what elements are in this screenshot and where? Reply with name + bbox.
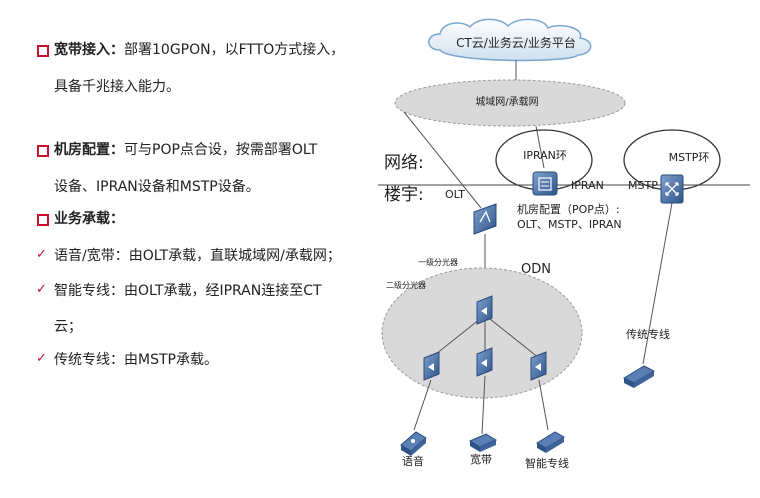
mstp-legacy-link [642, 202, 673, 365]
splitter2-left-icon [423, 351, 440, 381]
broadband-label: 宽带 [470, 452, 492, 466]
splitter1-label: 一级分光器 [418, 257, 458, 267]
check-item-voice: 语音/宽带：由OLT承载，直联城域网/承载网； [54, 248, 341, 264]
check-icon: ✓ [36, 351, 47, 366]
phone-icon [400, 431, 427, 456]
check-item-legacy: 传统专线：由MSTP承载。 [54, 352, 218, 368]
check-icon: ✓ [36, 282, 47, 297]
legacy-line-label: 传统专线 [626, 327, 670, 341]
room-title: 机房配置： [54, 142, 124, 158]
service-title: 业务承载： [54, 211, 124, 227]
mstp-label: MSTP [628, 179, 658, 192]
smart-line-terminal-icon [536, 431, 565, 453]
legacy-terminal-icon [622, 365, 656, 388]
voice-label: 语音 [402, 454, 424, 468]
smart-line-label: 智能专线 [525, 456, 569, 470]
check-icon: ✓ [36, 247, 47, 262]
metro-label: 城域网/承载网 [475, 95, 538, 108]
splitter-link-left [430, 314, 486, 359]
check-item-smart-2: 云； [54, 319, 82, 335]
square-bullet-icon [37, 214, 49, 226]
olt-label: OLT [445, 188, 465, 201]
room-text-2: 设备、IPRAN设备和MSTP设备。 [54, 179, 260, 195]
broadband-modem-icon [468, 433, 498, 452]
ipran-device-icon [532, 171, 558, 196]
room-label-2: OLT、MSTP、IPRAN [517, 218, 622, 231]
metro-ipran-link [535, 125, 545, 169]
access-text-1: 部署10GPON，以FTTO方式接入， [124, 42, 345, 58]
splitter2-right-icon [530, 351, 547, 381]
network-label: 网络: [384, 153, 424, 173]
ipran-label: IPRAN [571, 179, 604, 192]
splitter-link-right [484, 314, 540, 359]
building-label: 楼宇: [384, 185, 424, 205]
access-line-1: 宽带接入：部署10GPON，以FTTO方式接入， [54, 41, 344, 59]
voice-link [413, 379, 432, 431]
odn-label: ODN [521, 262, 551, 277]
splitter1-icon [476, 295, 493, 325]
text-panel: 宽带接入：部署10GPON，以FTTO方式接入， 具备千兆接入能力。 机房配置：… [0, 0, 370, 498]
check-item-smart-1: 智能专线：由OLT承载，经IPRAN连接至CT [54, 283, 322, 299]
cloud-icon [428, 18, 592, 62]
smart-line-link [538, 379, 549, 431]
room-line-1: 机房配置：可与POP点合设，按需部署OLT [54, 141, 317, 159]
room-label-1: 机房配置（POP点）: [517, 202, 620, 216]
cloud-label: CT云/业务云/业务平台 [456, 35, 576, 50]
square-bullet-icon [37, 45, 49, 57]
mstp-device-icon [660, 174, 684, 204]
mstp-ring-label: MSTP环 [669, 151, 710, 164]
splitter2-middle-icon [476, 347, 493, 377]
room-text-1: 可与POP点合设，按需部署OLT [124, 142, 318, 158]
access-text-2: 具备千兆接入能力。 [54, 79, 180, 95]
metro-ellipse [394, 79, 626, 127]
access-title: 宽带接入： [54, 42, 124, 58]
broadband-link [481, 375, 486, 435]
splitter2-label: 二级分光器 [386, 280, 426, 290]
metro-olt-link [403, 111, 482, 209]
ipran-ring-label: IPRAN环 [523, 149, 567, 162]
square-bullet-icon [37, 145, 49, 157]
olt-device-icon [473, 203, 497, 235]
